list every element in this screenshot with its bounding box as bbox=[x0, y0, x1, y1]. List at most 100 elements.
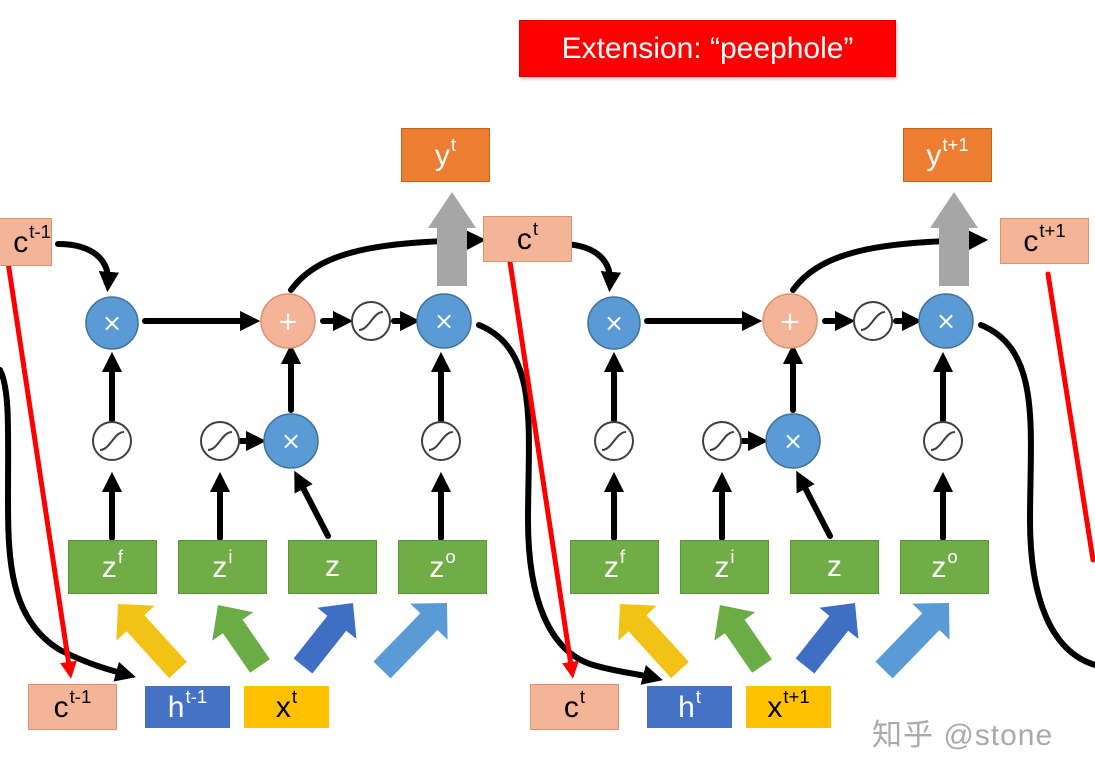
input-arrow-blue bbox=[795, 603, 859, 674]
multiply-symbol: × bbox=[604, 309, 624, 337]
input-gate-box: zi bbox=[680, 540, 769, 594]
label-superscript: o bbox=[947, 546, 958, 568]
label-superscript: t+1 bbox=[942, 134, 969, 156]
label-base: y bbox=[926, 139, 942, 172]
box-label: ht-1 bbox=[167, 686, 208, 725]
label-base: x bbox=[767, 691, 783, 724]
sigmoid-curve bbox=[428, 431, 454, 451]
label-base: h bbox=[167, 691, 185, 724]
cell-state-box: ct bbox=[530, 684, 619, 730]
box-label: zo bbox=[931, 546, 958, 585]
label-base: z bbox=[931, 551, 947, 584]
box-label: ct+1 bbox=[1023, 220, 1065, 259]
input-arrow-lightblue bbox=[373, 603, 448, 679]
cell-state-box: ct+1 bbox=[1000, 218, 1089, 264]
forget-gate-box: zf bbox=[570, 540, 659, 594]
sigmoid-curve bbox=[860, 311, 886, 331]
label-base: z bbox=[714, 551, 730, 584]
label-superscript: i bbox=[730, 546, 735, 568]
box-label: z bbox=[827, 550, 842, 584]
label-superscript: t+1 bbox=[783, 686, 810, 708]
hidden-out-line bbox=[978, 322, 1095, 669]
box-label: zf bbox=[101, 546, 124, 585]
gate-z-line bbox=[294, 470, 331, 539]
multiply-node-icon bbox=[416, 293, 472, 349]
label-superscript: f bbox=[619, 546, 626, 568]
label-base: x bbox=[275, 691, 291, 724]
label-superscript: f bbox=[117, 546, 124, 568]
box-label: ct bbox=[516, 218, 539, 257]
output-gate-box: zo bbox=[398, 540, 487, 594]
box-label: yt+1 bbox=[926, 134, 969, 173]
box-label: ht bbox=[678, 686, 701, 725]
multiply-symbol: × bbox=[936, 307, 956, 335]
input-gate-box: zi bbox=[178, 540, 267, 594]
box-label: ct bbox=[563, 686, 585, 725]
label-base: z bbox=[603, 551, 619, 584]
multiply-node-icon bbox=[587, 296, 641, 350]
label-superscript: o bbox=[445, 546, 456, 568]
box-label: zi bbox=[714, 546, 735, 585]
box-label: zo bbox=[429, 546, 456, 585]
cell-prev-line bbox=[55, 241, 120, 293]
sigmoid-curve bbox=[930, 431, 956, 451]
label-base: z bbox=[827, 550, 842, 583]
peephole-line bbox=[5, 259, 77, 679]
box-label: yt bbox=[434, 134, 457, 173]
output-gate-box: zo bbox=[900, 540, 989, 594]
cell-state-box: ct bbox=[483, 216, 572, 262]
hidden-out-line bbox=[476, 322, 663, 685]
label-superscript: t bbox=[450, 134, 457, 156]
title-banner: Extension: “peephole” bbox=[519, 20, 896, 77]
label-base: c bbox=[563, 691, 579, 724]
multiply-node-icon bbox=[918, 293, 974, 349]
label-base: c bbox=[516, 223, 532, 256]
cell-state-box: ct-1 bbox=[28, 684, 117, 730]
hidden-state-box: ht bbox=[647, 686, 732, 728]
hidden-state-box: ht-1 bbox=[145, 686, 230, 728]
forget-gate-box: zf bbox=[68, 540, 157, 594]
multiply-symbol: × bbox=[102, 309, 122, 337]
label-superscript: t bbox=[695, 686, 701, 708]
multiply-node-icon bbox=[263, 413, 319, 469]
label-base: c bbox=[53, 691, 69, 724]
label-superscript: i bbox=[228, 546, 233, 568]
label-base: c bbox=[1023, 225, 1039, 258]
box-label: ct-1 bbox=[53, 686, 92, 725]
input-arrow-green bbox=[714, 605, 772, 673]
add-symbol: + bbox=[779, 307, 801, 337]
hidden-flow-line bbox=[0, 367, 136, 682]
sigmoid-curve bbox=[358, 311, 384, 331]
box-label: z bbox=[325, 550, 340, 584]
label-superscript: t-1 bbox=[69, 686, 92, 708]
sigmoid-curve bbox=[99, 431, 125, 451]
sigmoid-curve bbox=[207, 431, 233, 451]
box-label: xt+1 bbox=[767, 686, 810, 725]
label-base: z bbox=[429, 551, 445, 584]
peephole-line bbox=[1045, 271, 1095, 563]
output-box: yt+1 bbox=[903, 128, 992, 182]
label-base: z bbox=[212, 551, 228, 584]
output-up-arrow bbox=[930, 192, 978, 286]
label-superscript: t-1 bbox=[185, 686, 208, 708]
peephole-line bbox=[507, 259, 579, 679]
input-box: xt+1 bbox=[746, 686, 831, 728]
label-base: y bbox=[434, 139, 450, 172]
add-symbol: + bbox=[277, 307, 299, 337]
box-label: xt bbox=[275, 686, 297, 725]
input-arrow-yellow bbox=[618, 604, 689, 679]
label-base: c bbox=[13, 226, 29, 259]
input-arrow-green bbox=[212, 605, 270, 673]
box-label: ct-1 bbox=[13, 221, 51, 260]
label-base: z bbox=[101, 551, 117, 584]
label-superscript: t bbox=[532, 218, 539, 240]
candidate-box: z bbox=[288, 540, 377, 594]
input-arrow-lightblue bbox=[875, 603, 950, 679]
label-base: h bbox=[678, 691, 695, 724]
output-box: yt bbox=[401, 128, 490, 182]
add-node-icon bbox=[260, 293, 316, 349]
candidate-box: z bbox=[790, 540, 879, 594]
label-superscript: t-1 bbox=[29, 221, 51, 243]
